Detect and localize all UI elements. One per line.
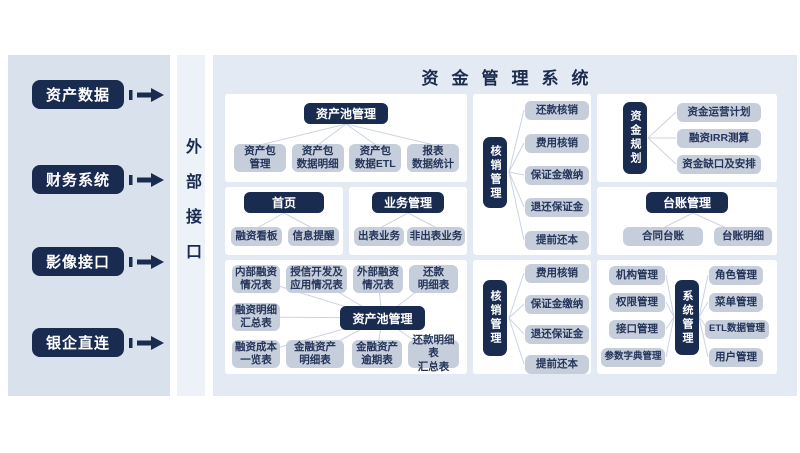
tree-node: 提前还本 xyxy=(525,231,589,250)
panel-header: 核销管理 xyxy=(483,280,507,356)
external-systems-sidebar: 资产数据 财务系统 影像接口 银企直连 xyxy=(8,55,170,396)
tree-node: 用户管理 xyxy=(709,348,763,367)
tree-node: 融资看板 xyxy=(231,227,282,246)
connector-lines xyxy=(508,109,525,241)
tree-node: 外部融资 情况表 xyxy=(353,265,403,293)
tree-node: 资金运营计划 xyxy=(677,103,761,122)
panel-header: 资金规划 xyxy=(623,102,647,174)
sidebar-row: 资产数据 xyxy=(32,80,165,109)
tree-node: 资金缺口及安排 xyxy=(677,155,761,174)
tree-node: 合同台账 xyxy=(623,227,703,246)
tree-node: 授信开发及 应用情况表 xyxy=(286,265,347,293)
panel-writeoff-bottom: 核销管理 费用核销 保证金缴纳 退还保证金 提前还本 xyxy=(473,260,591,374)
tree-node: 保证金缴纳 xyxy=(525,166,589,185)
tree-node: 金融资产 逾期表 xyxy=(352,340,402,368)
flow-arrow-icon xyxy=(129,172,164,187)
tree-node: 出表业务 xyxy=(354,227,404,246)
tree-node: 融资成本 一览表 xyxy=(232,340,280,368)
tree-node: 参数字典管理 xyxy=(601,348,665,367)
tree-node: 报表 数据统计 xyxy=(406,144,459,172)
connector-lines xyxy=(256,212,313,229)
tree-node: 费用核销 xyxy=(525,134,589,153)
tree-node: 退还保证金 xyxy=(525,198,589,217)
flow-arrow-icon xyxy=(129,335,164,350)
external-interface-strip: 外部接口 xyxy=(177,55,205,396)
flow-arrow-icon xyxy=(129,254,164,269)
panel-home: 首页 融资看板 信息提醒 xyxy=(225,187,343,255)
flow-arrow-icon xyxy=(129,87,164,102)
panel-header: 台账管理 xyxy=(646,192,728,213)
panel-header: 首页 xyxy=(244,192,324,213)
panel-business-mgmt: 业务管理 出表业务 非出表业务 xyxy=(349,187,467,255)
tree-node: 台账明细 xyxy=(714,227,772,246)
tree-node: 还款明细表 汇总表 xyxy=(408,334,459,373)
sidebar-item-bank-direct-connect: 银企直连 xyxy=(32,328,124,357)
tree-node: 菜单管理 xyxy=(709,293,763,312)
sidebar-row: 财务系统 xyxy=(32,165,165,194)
tree-node: 资产包 数据明细 xyxy=(291,144,344,172)
panel-writeoff-top: 核销管理 还款核销 费用核销 保证金缴纳 退还保证金 提前还本 xyxy=(473,94,591,255)
sidebar-item-asset-data: 资产数据 xyxy=(32,80,124,109)
sidebar-item-finance-system: 财务系统 xyxy=(32,165,124,194)
panel-header: 系统管理 xyxy=(675,280,699,355)
tree-node: 还款核销 xyxy=(525,101,589,120)
tree-node: ETL数据管理 xyxy=(705,320,769,339)
sidebar-item-image-interface: 影像接口 xyxy=(32,247,124,276)
tree-node: 费用核销 xyxy=(525,264,589,283)
tree-node: 资产包 数据ETL xyxy=(349,144,402,172)
connector-lines xyxy=(508,272,525,365)
tree-node: 权限管理 xyxy=(609,293,665,312)
tree-node: 非出表业务 xyxy=(407,227,465,246)
panel-header: 核销管理 xyxy=(483,137,507,208)
panel-system-mgmt: 机构管理 权限管理 接口管理 参数字典管理 系统管理 角色管理 菜单管理 ETL… xyxy=(597,260,777,374)
tree-node: 提前还本 xyxy=(525,355,589,374)
panel-ledger: 台账管理 合同台账 台账明细 xyxy=(597,187,777,255)
panel-header: 业务管理 xyxy=(371,192,445,213)
tree-node: 机构管理 xyxy=(609,266,665,285)
connector-lines xyxy=(647,111,677,165)
sidebar-row: 影像接口 xyxy=(32,247,165,276)
main-canvas: 资金管理系统 资产池管理 资产包 管理 资产包 数据明细 资产包 数据ETL 报… xyxy=(213,55,797,396)
panel-header: 资产池管理 xyxy=(340,306,425,330)
panel-capital-planning: 资金规划 资金运营计划 融资IRR测算 资金缺口及安排 xyxy=(597,94,777,182)
tree-node: 融资明细 汇总表 xyxy=(232,303,280,331)
panel-asset-pool: 资产池管理 资产包 管理 资产包 数据明细 资产包 数据ETL 报表 数据统计 xyxy=(225,94,467,182)
tree-node: 金融资产 明细表 xyxy=(286,340,344,368)
sidebar-row: 银企直连 xyxy=(32,328,165,357)
tree-node: 接口管理 xyxy=(609,320,665,339)
connector-lines xyxy=(379,212,438,229)
connector-lines xyxy=(662,212,727,229)
tree-node: 信息提醒 xyxy=(288,227,339,246)
tree-node: 还款 明细表 xyxy=(409,265,458,293)
external-interface-label: 外部接口 xyxy=(183,137,200,278)
tree-node: 角色管理 xyxy=(709,266,763,285)
tree-node: 内部融资 情况表 xyxy=(232,265,280,293)
panel-header: 资产池管理 xyxy=(303,103,389,124)
tree-node: 退还保证金 xyxy=(525,325,589,344)
tree-node: 保证金缴纳 xyxy=(525,295,589,314)
panel-reports: 内部融资 情况表 授信开发及 应用情况表 外部融资 情况表 还款 明细表 融资明… xyxy=(225,260,467,374)
tree-node: 资产包 管理 xyxy=(234,144,286,172)
tree-node: 融资IRR测算 xyxy=(677,129,761,148)
page-title: 资金管理系统 xyxy=(421,69,602,88)
connector-lines xyxy=(259,123,435,146)
